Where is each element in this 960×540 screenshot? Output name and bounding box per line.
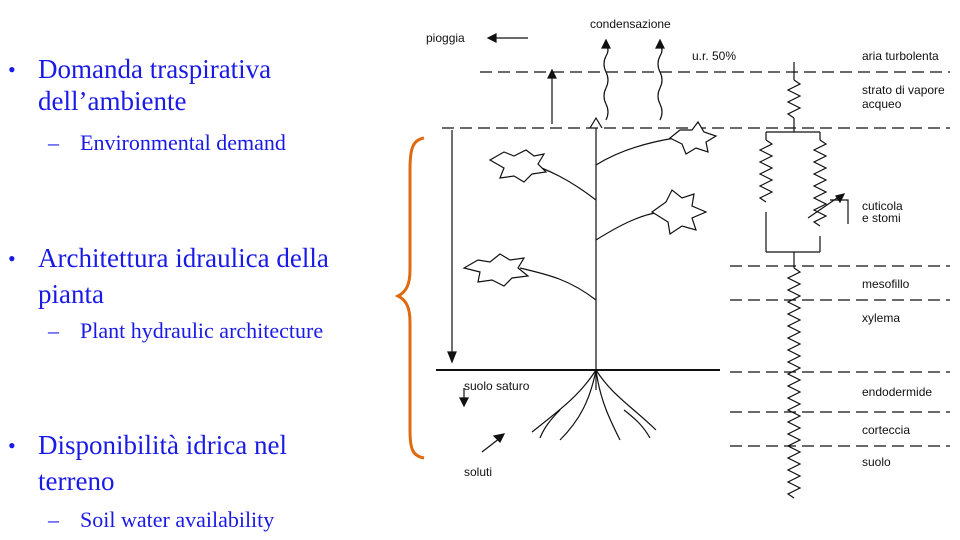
label-suolo: suolo: [862, 455, 891, 469]
bullet-title-line2: pianta: [38, 279, 104, 309]
bullet-dot: •: [8, 246, 16, 271]
label-cuticola-2: e stomi: [862, 211, 901, 225]
label-mesofillo: mesofillo: [862, 277, 910, 291]
label-strato-vapore-1: strato di vapore: [862, 83, 945, 97]
bullet-dot: •: [8, 433, 16, 458]
bullet-subtitle-text: Environmental demand: [80, 130, 286, 155]
bullet-title-line2: dell’ambiente: [38, 86, 187, 116]
bullet-subtitle-text: Plant hydraulic architecture: [80, 318, 324, 343]
bullet-subtitle-text: Soil water availability: [80, 507, 275, 532]
label-aria-turbolenta: aria turbolenta: [862, 49, 939, 63]
label-condensazione: condensazione: [590, 17, 671, 31]
bullet-title-line2: terreno: [38, 466, 115, 496]
bullet-title-line1: Disponibilità idrica nel: [38, 430, 287, 460]
bullet-subtitle: –Environmental demand: [48, 130, 286, 155]
bullet-list: • Domanda traspirativa dell’ambiente –En…: [0, 0, 420, 540]
label-ur: u.r. 50%: [692, 49, 736, 63]
brace-icon: [394, 136, 425, 460]
label-cuticola-1: cuticola: [862, 199, 903, 213]
label-pioggia: pioggia: [426, 31, 465, 45]
bullet-subtitle: –Soil water availability: [48, 507, 275, 532]
label-xylema: xylema: [862, 311, 900, 325]
bullet-title-line1: Architettura idraulica della: [38, 243, 329, 273]
bullet-subtitle: –Plant hydraulic architecture: [48, 318, 324, 343]
label-suolo-saturo: suolo saturo: [464, 379, 530, 393]
bullet-title-line1: Domanda traspirativa: [38, 54, 272, 84]
label-soluti: soluti: [464, 465, 492, 479]
label-endodermide: endodermide: [862, 385, 932, 399]
label-corteccia: corteccia: [862, 423, 910, 437]
label-strato-vapore-2: acqueo: [862, 97, 902, 111]
plant-water-diagram: pioggia condensazione u.r. 50% aria turb…: [426, 17, 950, 499]
bullet-dot: •: [8, 57, 16, 82]
